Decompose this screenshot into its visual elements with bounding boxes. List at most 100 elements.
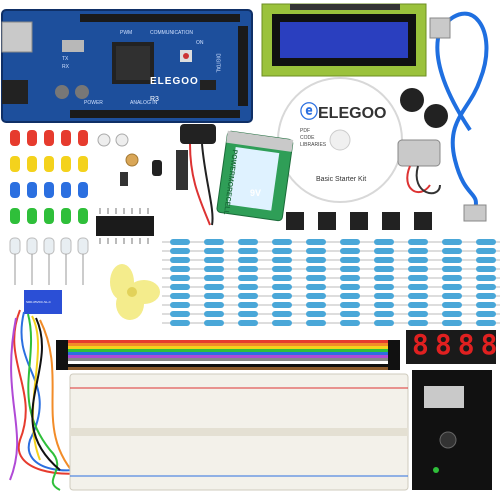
resistor <box>434 257 470 263</box>
relay <box>24 290 62 314</box>
resistor <box>298 302 334 308</box>
mega-brand: ELEGOO <box>150 76 199 87</box>
resistor <box>468 284 500 290</box>
resistor <box>366 248 402 254</box>
resistor <box>264 302 300 308</box>
resistor <box>162 293 198 299</box>
resistor <box>400 248 436 254</box>
jumper-wires <box>9 309 111 491</box>
power-supply-module <box>412 370 492 490</box>
resistor <box>400 275 436 281</box>
tilt-switch <box>120 172 128 186</box>
resistor <box>400 320 436 326</box>
resistor <box>400 257 436 263</box>
resistor <box>366 320 402 326</box>
ir-receiver <box>97 133 111 147</box>
resistor <box>230 320 266 326</box>
display-digit: 8 <box>480 328 498 361</box>
ic-chip <box>96 208 154 244</box>
resistor <box>332 302 368 308</box>
battery-voltage: 9V <box>250 188 262 198</box>
resistor <box>298 257 334 263</box>
resistor <box>196 320 232 326</box>
resistor <box>468 257 500 263</box>
resistor <box>434 302 470 308</box>
resistor <box>162 239 198 245</box>
resistor <box>468 302 500 308</box>
resistor <box>162 248 198 254</box>
elegoo-logo-icon: ⓔ <box>300 102 318 122</box>
photoresistor <box>125 153 139 167</box>
resistor <box>468 248 500 254</box>
resistor <box>162 275 198 281</box>
resistor <box>264 266 300 272</box>
lcd-module <box>261 3 427 77</box>
arduino-mega-board <box>1 9 253 123</box>
resistor <box>332 239 368 245</box>
resistor <box>468 266 500 272</box>
resistor <box>196 311 232 317</box>
battery-9v <box>216 130 294 222</box>
resistor <box>434 239 470 245</box>
mega-tx-label: TX <box>62 56 69 62</box>
resistor <box>400 311 436 317</box>
resistor <box>434 293 470 299</box>
resistor <box>366 284 402 290</box>
resistor <box>434 275 470 281</box>
resistor <box>264 248 300 254</box>
resistor <box>196 239 232 245</box>
usb-connector-a <box>463 204 487 222</box>
resistor <box>264 311 300 317</box>
resistor <box>332 248 368 254</box>
resistor <box>230 311 266 317</box>
resistor <box>468 293 500 299</box>
resistor <box>366 239 402 245</box>
resistor <box>434 320 470 326</box>
resistor <box>264 275 300 281</box>
resistor <box>196 284 232 290</box>
buzzer <box>400 88 424 112</box>
resistor <box>196 257 232 263</box>
resistor <box>332 284 368 290</box>
resistor <box>366 302 402 308</box>
resistor <box>434 266 470 272</box>
display-digit: 8 <box>434 328 452 361</box>
led-array <box>9 130 89 285</box>
resistor <box>162 284 198 290</box>
resistor <box>298 275 334 281</box>
resistor <box>264 293 300 299</box>
resistor <box>434 284 470 290</box>
resistor <box>162 266 198 272</box>
relay-label: SRD-05VDC-SL-C <box>26 300 51 304</box>
resistor <box>434 311 470 317</box>
resistor <box>332 320 368 326</box>
resistor <box>298 284 334 290</box>
resistor <box>298 320 334 326</box>
resistor <box>366 257 402 263</box>
resistor <box>400 284 436 290</box>
cd-line: LIBRARIES <box>300 142 327 148</box>
battery-snap <box>180 124 216 226</box>
resistor <box>366 311 402 317</box>
mega-pwm-label: PWM <box>120 30 133 36</box>
resistor <box>434 248 470 254</box>
mega-power-label: POWER <box>84 100 103 106</box>
resistor <box>298 266 334 272</box>
resistor <box>230 248 266 254</box>
dc-motor <box>397 139 441 195</box>
mega-analog-label: ANALOG IN <box>130 100 158 106</box>
resistor <box>230 266 266 272</box>
resistor <box>230 284 266 290</box>
mega-rx-label: RX <box>62 64 69 70</box>
resistor <box>366 275 402 281</box>
mega-digital-label: DIGITAL <box>214 53 221 73</box>
buzzer-passive <box>424 104 448 128</box>
resistor <box>298 311 334 317</box>
resistor <box>332 311 368 317</box>
resistor <box>298 293 334 299</box>
led-rgb <box>115 133 129 147</box>
resistor <box>468 239 500 245</box>
mega-comm-label: COMMUNICATION <box>150 30 193 36</box>
cd-title: Basic Starter Kit <box>316 176 367 183</box>
